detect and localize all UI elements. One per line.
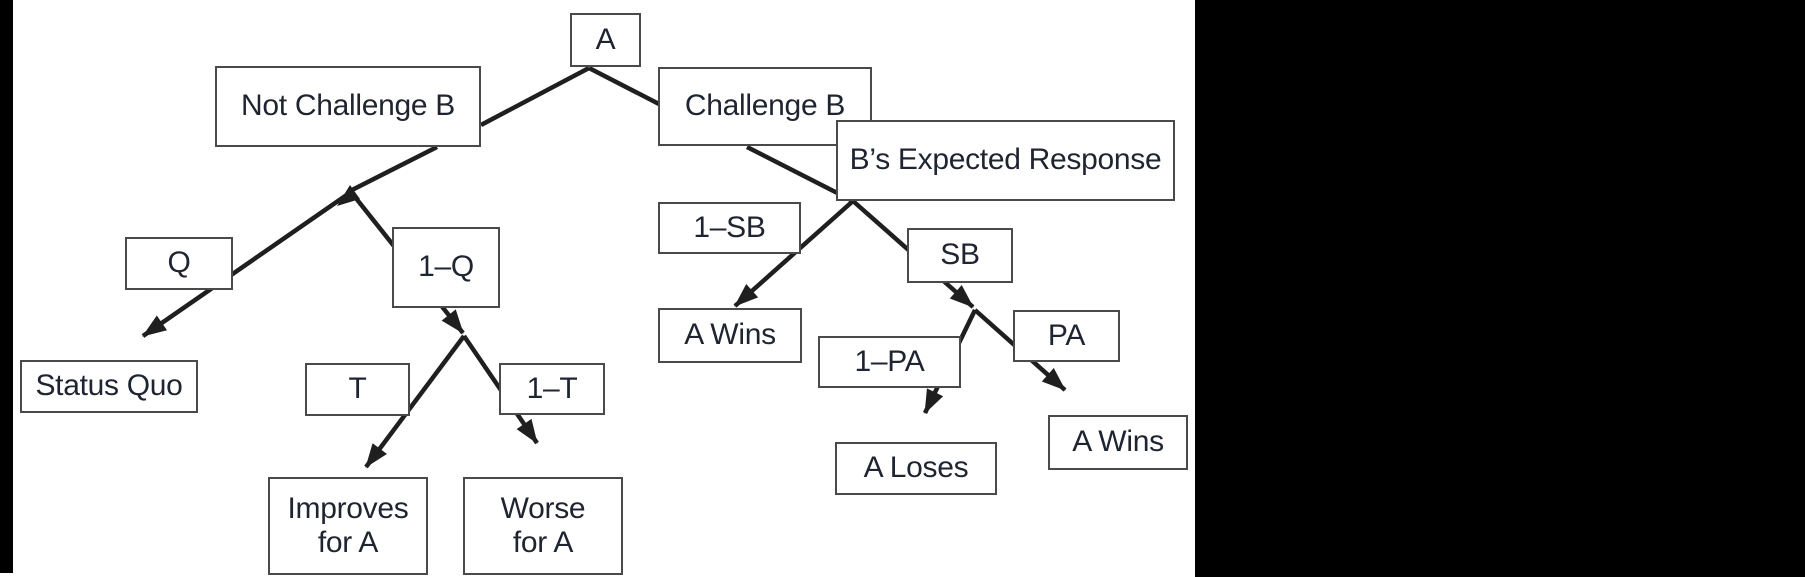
node-a-wins-left: A Wins <box>658 308 802 363</box>
node-b-expected-response: B’s Expected Response <box>836 120 1175 201</box>
node-label: A Wins <box>1072 425 1164 459</box>
node-label: 1–Q <box>418 250 474 284</box>
node-improves-for-a: Improves for A <box>268 477 428 575</box>
junction-arrowhead-icon <box>337 185 360 206</box>
edge-t-to-improves <box>364 334 466 469</box>
node-label: A <box>595 22 616 56</box>
edge-q-to-status-quo <box>141 190 353 338</box>
edge-not-challenge-to-junction <box>350 144 439 193</box>
node-a-wins-right: A Wins <box>1048 415 1188 470</box>
node-label: A Wins <box>684 318 776 352</box>
node-a-loses: A Loses <box>835 442 997 495</box>
node-label: A Loses <box>863 451 969 485</box>
node-label: Q <box>167 246 191 280</box>
edge-challenge-to-response <box>745 144 855 204</box>
node-label-line2: for A <box>512 526 574 559</box>
node-one-t: 1–T <box>499 363 605 415</box>
canvas-corner-patch <box>0 573 13 577</box>
node-status-quo: Status Quo <box>20 360 198 413</box>
node-label: T <box>348 372 367 406</box>
node-worse-for-a: Worse for A <box>463 477 623 575</box>
node-one-q: 1–Q <box>392 227 500 308</box>
node-t: T <box>305 363 410 416</box>
edge-a-to-not-challenge <box>479 66 591 127</box>
node-label: B’s Expected Response <box>849 143 1162 177</box>
node-pa: PA <box>1013 310 1120 362</box>
node-label-line2: for A <box>317 526 379 559</box>
node-label: Not Challenge B <box>241 89 455 123</box>
edge-a-to-challenge <box>587 65 661 107</box>
node-one-sb: 1–SB <box>658 202 801 254</box>
node-sb: SB <box>907 228 1013 283</box>
node-label-line1: Worse <box>500 491 586 525</box>
node-label: 1–SB <box>693 210 766 244</box>
node-label: 1–T <box>526 371 578 405</box>
node-label-line1: Improves <box>287 491 409 525</box>
node-label: Challenge B <box>684 89 846 123</box>
node-a: A <box>570 13 641 67</box>
node-not-challenge-b: Not Challenge B <box>215 66 481 147</box>
node-label: PA <box>1047 318 1086 352</box>
node-one-pa: 1–PA <box>818 336 961 388</box>
node-challenge-b: Challenge B <box>658 67 872 146</box>
node-q: Q <box>125 237 233 290</box>
node-label: SB <box>940 238 980 272</box>
node-label: Status Quo <box>35 369 183 403</box>
node-label: 1–PA <box>854 344 925 378</box>
